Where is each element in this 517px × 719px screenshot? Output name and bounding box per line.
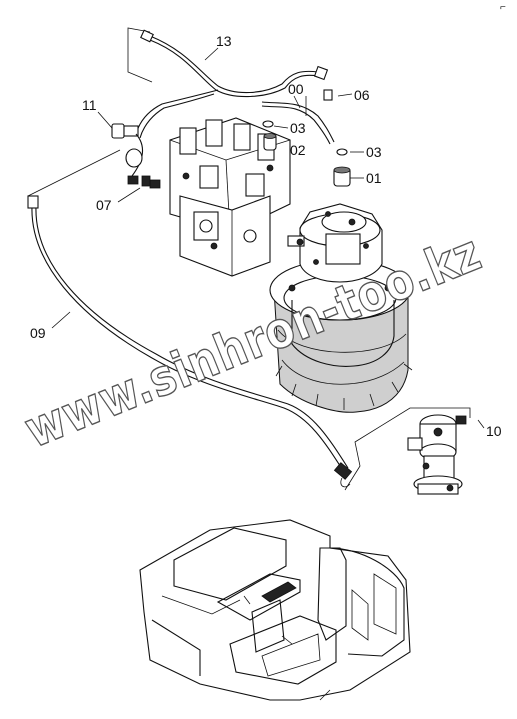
label-02: 02 [290, 142, 306, 158]
label-03-upper: 03 [290, 120, 306, 136]
label-00: 00 [288, 81, 304, 97]
part-11-fitting [111, 123, 144, 185]
label-07: 07 [96, 197, 112, 213]
o-ring-03-lower [336, 148, 348, 156]
o-ring-03 [262, 120, 274, 128]
label-01: 01 [366, 170, 382, 186]
adapter-01 [333, 166, 351, 187]
label-03-lower: 03 [366, 144, 382, 160]
label-09: 09 [30, 325, 46, 341]
corner-mark: ⌐ [500, 2, 506, 13]
part-10-center-joint [407, 414, 467, 495]
swing-device [269, 203, 413, 413]
label-13: 13 [216, 33, 232, 49]
label-06: 06 [354, 87, 370, 103]
hose-upper-left [135, 89, 219, 139]
part-07-control-valve [141, 117, 291, 277]
hose-13 [140, 29, 329, 98]
adapter-02 [263, 133, 277, 151]
leader-lines [27, 27, 485, 491]
label-11: 11 [82, 97, 97, 113]
part-labels: 13 00 06 11 03 02 03 01 07 09 10 [30, 33, 502, 439]
hose-09 [27, 195, 353, 488]
hose-00 [261, 89, 335, 145]
excavator-outline [139, 519, 411, 701]
label-10: 10 [486, 423, 502, 439]
